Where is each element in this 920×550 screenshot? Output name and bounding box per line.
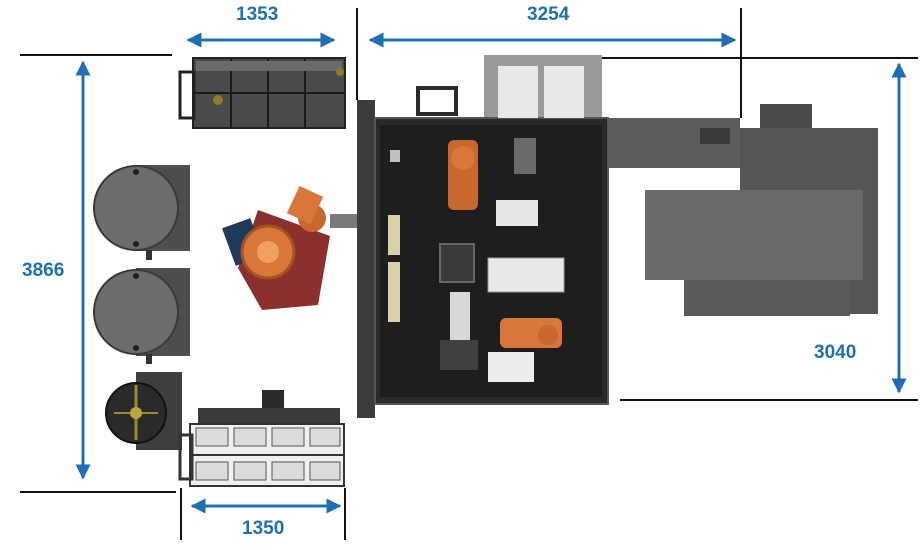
rotary-fixture	[105, 372, 182, 450]
bottom-drawer-rack	[178, 390, 345, 487]
cnc-machine	[608, 104, 878, 316]
dimension-label-right: 3040	[814, 342, 857, 363]
dimension-label-top-left: 1353	[236, 4, 279, 25]
robot-cell-enclosure	[357, 55, 609, 418]
round-bin-2	[93, 268, 190, 364]
dimension-label-top-right: 3254	[527, 4, 570, 25]
top-pallet-rack	[178, 57, 346, 129]
dimension-arrows	[75, 32, 907, 514]
extension-lines	[20, 8, 918, 540]
robot-station	[222, 185, 358, 310]
dimension-label-bottom-left: 1350	[242, 518, 285, 539]
dimension-label-left: 3866	[22, 260, 65, 281]
round-bin-1	[93, 165, 190, 260]
